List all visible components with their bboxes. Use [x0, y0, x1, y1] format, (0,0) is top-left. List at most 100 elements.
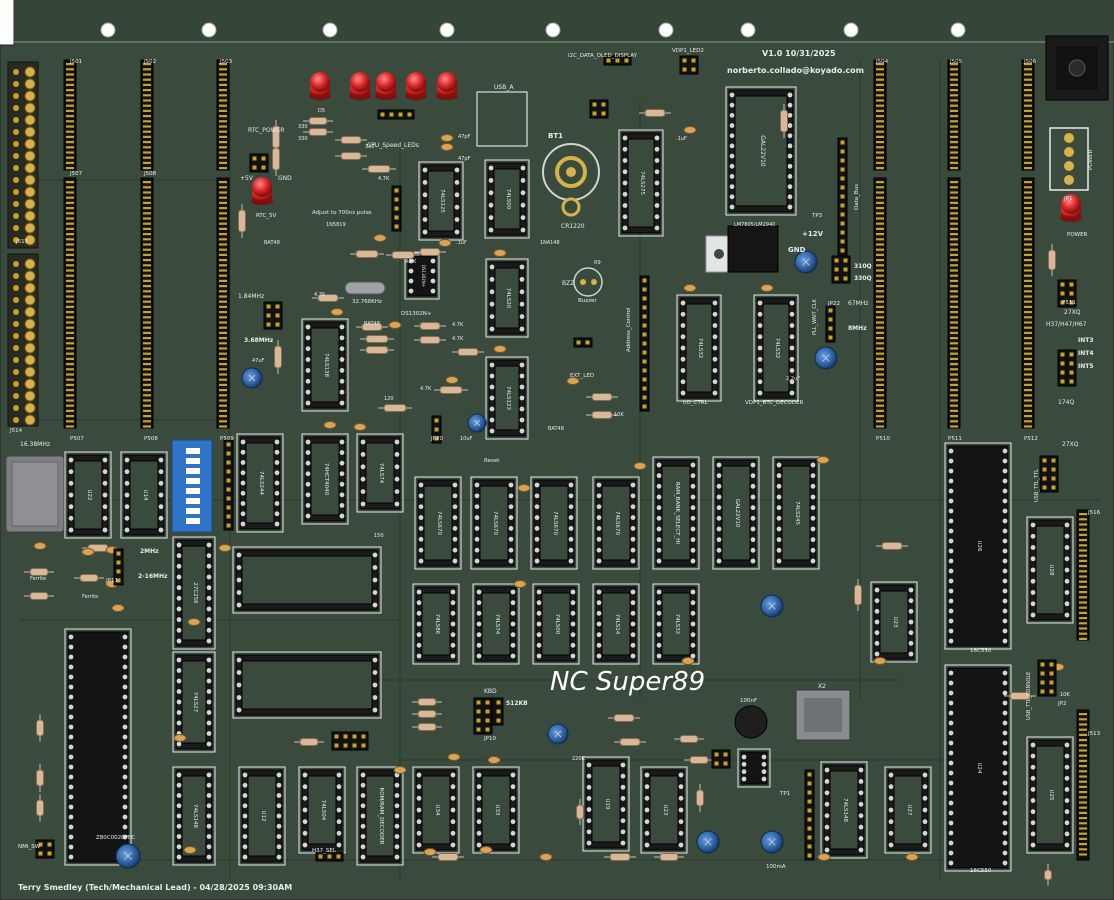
- label-r47k: 4.7K: [452, 322, 464, 328]
- header-tp[interactable]: [711, 749, 731, 769]
- header-power-select[interactable]: [831, 255, 851, 284]
- connector-p508: [140, 177, 154, 429]
- resistor: [414, 336, 446, 344]
- label-c47pf: 47pF: [458, 134, 471, 140]
- ic-socket: U33: [472, 766, 520, 854]
- header-2mhz[interactable]: [113, 548, 124, 586]
- header-address-control[interactable]: [639, 275, 650, 412]
- resistor: [386, 251, 420, 259]
- header-adjust-pulse[interactable]: [391, 185, 402, 232]
- header-usb-ttl[interactable]: [1039, 455, 1059, 493]
- label-r47k: 4.7K: [452, 336, 464, 342]
- header-data-bus[interactable]: [837, 137, 848, 265]
- label-p511-right: P511: [1062, 300, 1076, 306]
- ceramic-capacitor: [323, 421, 337, 429]
- dip-switch[interactable]: [171, 439, 213, 533]
- resistor: [608, 714, 640, 722]
- header-h37-sel[interactable]: [315, 851, 344, 862]
- resistor: [412, 723, 442, 731]
- connector-p510: [873, 177, 887, 429]
- label-r47k: 4.7K: [405, 259, 417, 265]
- mounting-hole: [439, 22, 455, 38]
- header-rtc-power[interactable]: [249, 153, 269, 173]
- ic-socket: 74LS148: [172, 766, 216, 866]
- ceramic-capacitor: [353, 423, 367, 431]
- resistor: [356, 323, 388, 331]
- header-vdp-led2[interactable]: [679, 55, 699, 75]
- inductor: [734, 705, 768, 739]
- ceramic-capacitor: [816, 456, 830, 464]
- label-crystal-32k: 32.768KHz: [352, 299, 382, 305]
- header-dipsw-bank[interactable]: [223, 439, 234, 531]
- header-sip[interactable]: [804, 769, 815, 861]
- label-ext-led: EXT_LED: [570, 373, 594, 379]
- ceramic-capacitor: [183, 846, 197, 854]
- mounting-hole: [545, 22, 561, 38]
- ceramic-capacitor: [633, 462, 647, 470]
- label-buzzer: Buzzer: [578, 298, 597, 304]
- terminal-pin: [24, 390, 36, 402]
- label-h37-h47-h67: H37/H47/H67: [1046, 321, 1087, 328]
- label-j516: J516: [1087, 510, 1101, 516]
- header-jp20[interactable]: [431, 415, 442, 444]
- terminal-pin: [24, 66, 36, 78]
- label-kbd: KBD: [484, 688, 497, 695]
- resistor: [432, 853, 464, 861]
- header-pll-wait[interactable]: [825, 305, 836, 343]
- label-vdp-decoder: VDP1_BTC_DECODER: [745, 400, 804, 406]
- label-c22uf: 2.2uF: [786, 376, 800, 382]
- label-j514: J514: [9, 428, 23, 434]
- dip-switch-lever[interactable]: [186, 448, 200, 454]
- ic-label: 74LS32: [697, 338, 703, 359]
- header-cpu-speed-leds[interactable]: [377, 109, 415, 120]
- dip-switch-lever[interactable]: [186, 488, 200, 494]
- label-27xq: 27XQ: [1064, 309, 1081, 316]
- header-h37-select[interactable]: [1057, 279, 1077, 308]
- header-nmi-sw[interactable]: [35, 839, 55, 859]
- ic-label: ROM/RAM_DECODER: [378, 787, 384, 844]
- connector-j506: [1021, 59, 1035, 171]
- header-ext-led[interactable]: [573, 337, 593, 348]
- ic-label: 74LS245: [794, 501, 800, 526]
- header-led-p[interactable]: [589, 99, 609, 119]
- terminal-pin: [24, 126, 36, 138]
- resistor: [74, 574, 104, 582]
- electrolytic-capacitor: [115, 843, 141, 869]
- resistor: [434, 386, 468, 394]
- dc-power-jack: [1045, 35, 1109, 101]
- terminal-pin: [24, 138, 36, 150]
- header-vdp-select[interactable]: [331, 731, 369, 751]
- dip-switch-lever[interactable]: [186, 468, 200, 474]
- header-clk-select[interactable]: [263, 301, 283, 330]
- ic-socket: 74HCT4040: [301, 433, 349, 525]
- electrolytic-capacitor: [760, 830, 784, 854]
- connector-p511: [947, 177, 961, 429]
- ic-label: 74LS123: [505, 386, 511, 411]
- ic-socket: U12: [238, 766, 286, 866]
- header-i2c-oled[interactable]: [603, 55, 632, 66]
- dip-switch-lever[interactable]: [186, 458, 200, 464]
- dip-switch-lever[interactable]: [186, 518, 200, 524]
- ic-label: 74HCT4040: [323, 463, 329, 496]
- ic-label: 74LS14: [614, 614, 620, 635]
- ic-label: 74LS00: [554, 614, 560, 635]
- ic-socket: 74LS20: [485, 258, 529, 338]
- ic-socket: 74LS670: [592, 476, 640, 570]
- terminal-pin: [24, 198, 36, 210]
- ic-socket: 74LS275: [618, 129, 664, 237]
- ic-label: 74LS74: [378, 463, 384, 484]
- resistor: [414, 322, 446, 330]
- label-i2c-oled: I2C_DATA_OLED_DISPLAY: [568, 53, 638, 59]
- ceramic-capacitor: [760, 284, 774, 292]
- header-jp10[interactable]: [473, 697, 493, 735]
- ic-socket: 74LS670: [530, 476, 578, 570]
- dip-switch-lever[interactable]: [186, 478, 200, 484]
- ic-label: DS1302N+: [421, 265, 426, 287]
- header-usb-console[interactable]: [1037, 659, 1057, 697]
- dip-switch-lever[interactable]: [186, 508, 200, 514]
- dip-switch-lever[interactable]: [186, 498, 200, 504]
- header-int[interactable]: [1057, 349, 1077, 387]
- label-jp11: JP11: [105, 578, 118, 584]
- ic-label: 74LS32: [774, 338, 780, 359]
- terminal-pin: [24, 162, 36, 174]
